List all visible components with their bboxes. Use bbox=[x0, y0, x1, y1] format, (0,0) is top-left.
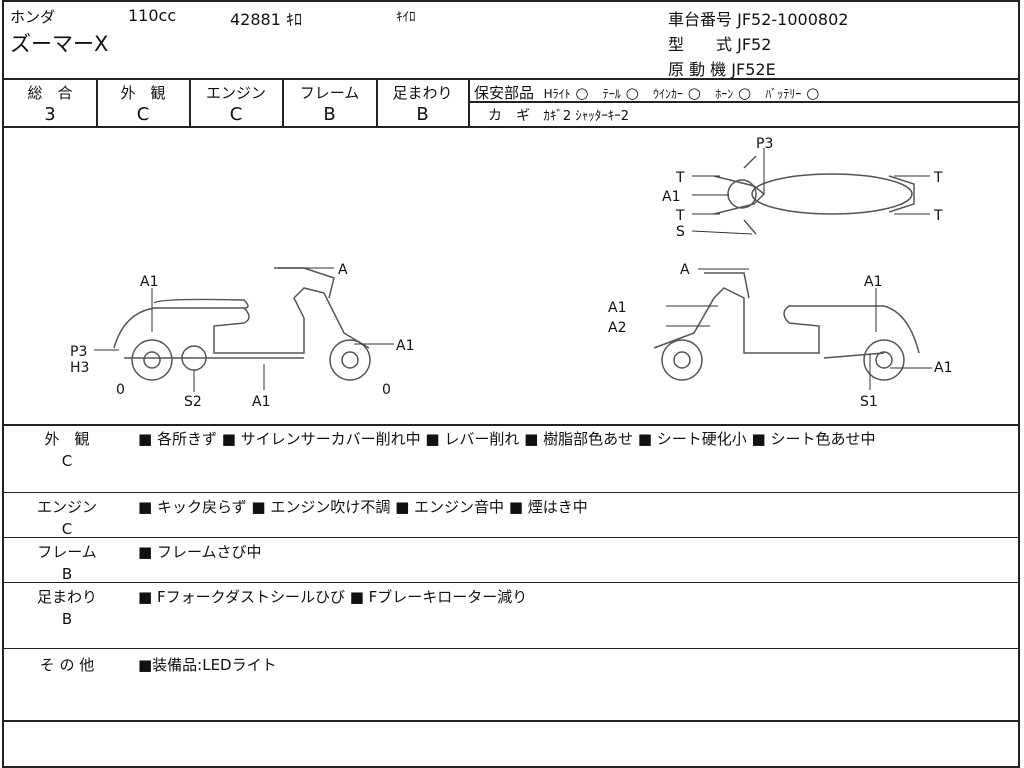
safety-parts: 保安部品 Hﾗｲﾄ ○ ﾃｰﾙ ○ ｳｲﾝｶｰ ○ ﾎｰﾝ ○ ﾊﾞｯﾃﾘｰ ○ bbox=[474, 84, 820, 102]
mileage-unit: ｷｲﾛ bbox=[396, 10, 416, 25]
scooter-left-view bbox=[113, 267, 371, 381]
keys: カ ギ ｶｷﾞ2 ｼｬｯﾀｰｷｰ2 bbox=[488, 108, 630, 124]
model-name: ズーマーX bbox=[10, 32, 109, 56]
label: S2 bbox=[184, 394, 202, 410]
label: H3 bbox=[70, 360, 89, 376]
label: A1 bbox=[140, 274, 158, 290]
engine-value: JF52E bbox=[731, 60, 776, 79]
label: A1 bbox=[662, 189, 680, 205]
label: P3 bbox=[756, 136, 773, 152]
grade-value-overall: 3 bbox=[44, 104, 56, 125]
grade-label-overall: 総 合 bbox=[27, 84, 73, 102]
label: A1 bbox=[396, 338, 414, 354]
chassis-label: 車台番号 bbox=[668, 10, 733, 29]
grade-label-frame: フレーム bbox=[299, 84, 360, 102]
grade-label-suspension: 足まわり bbox=[392, 84, 453, 102]
label: P3 bbox=[70, 344, 87, 360]
label: T bbox=[675, 208, 685, 224]
grade-value-engine: C bbox=[229, 104, 243, 125]
engine-label: 原 動 機 bbox=[668, 60, 727, 79]
grade-value-suspension: B bbox=[416, 104, 429, 125]
label: A bbox=[680, 262, 690, 278]
label: S1 bbox=[860, 394, 878, 410]
grade-label-engine: エンジン bbox=[205, 84, 266, 102]
note-other: そ の 他 ■装備品:LEDライト bbox=[39, 656, 277, 674]
chassis-value: JF52-1000802 bbox=[737, 10, 849, 29]
label: A1 bbox=[608, 300, 626, 316]
label: A1 bbox=[934, 360, 952, 376]
label: A1 bbox=[252, 394, 270, 410]
maker: ホンダ bbox=[10, 8, 56, 26]
type-label: 型 式 bbox=[668, 35, 733, 54]
divider bbox=[468, 101, 1018, 103]
displacement: 110cc bbox=[128, 6, 177, 25]
label: T bbox=[933, 208, 943, 224]
divider bbox=[4, 126, 1018, 128]
label: 0 bbox=[116, 382, 125, 398]
grade-value-frame: B bbox=[323, 104, 336, 125]
label: T bbox=[933, 170, 943, 186]
label: 0 bbox=[382, 382, 391, 398]
label: A2 bbox=[608, 320, 626, 336]
scooter-right-view bbox=[653, 272, 920, 381]
grade-value-exterior: C bbox=[136, 104, 150, 125]
label: T bbox=[675, 170, 685, 186]
label: S bbox=[676, 224, 685, 240]
label: A bbox=[338, 262, 348, 278]
type-value: JF52 bbox=[737, 35, 772, 54]
damage-diagram: A1 A P3 H3 A1 0 S2 A1 0 A A1 A2 A1 A1 S1… bbox=[70, 136, 952, 410]
label: A1 bbox=[864, 274, 882, 290]
grade-label-exterior: 外 観 bbox=[120, 84, 166, 102]
mileage: 42881 ｷﾛ bbox=[230, 10, 302, 29]
divider bbox=[4, 78, 1018, 80]
scooter-top-view bbox=[713, 155, 915, 235]
